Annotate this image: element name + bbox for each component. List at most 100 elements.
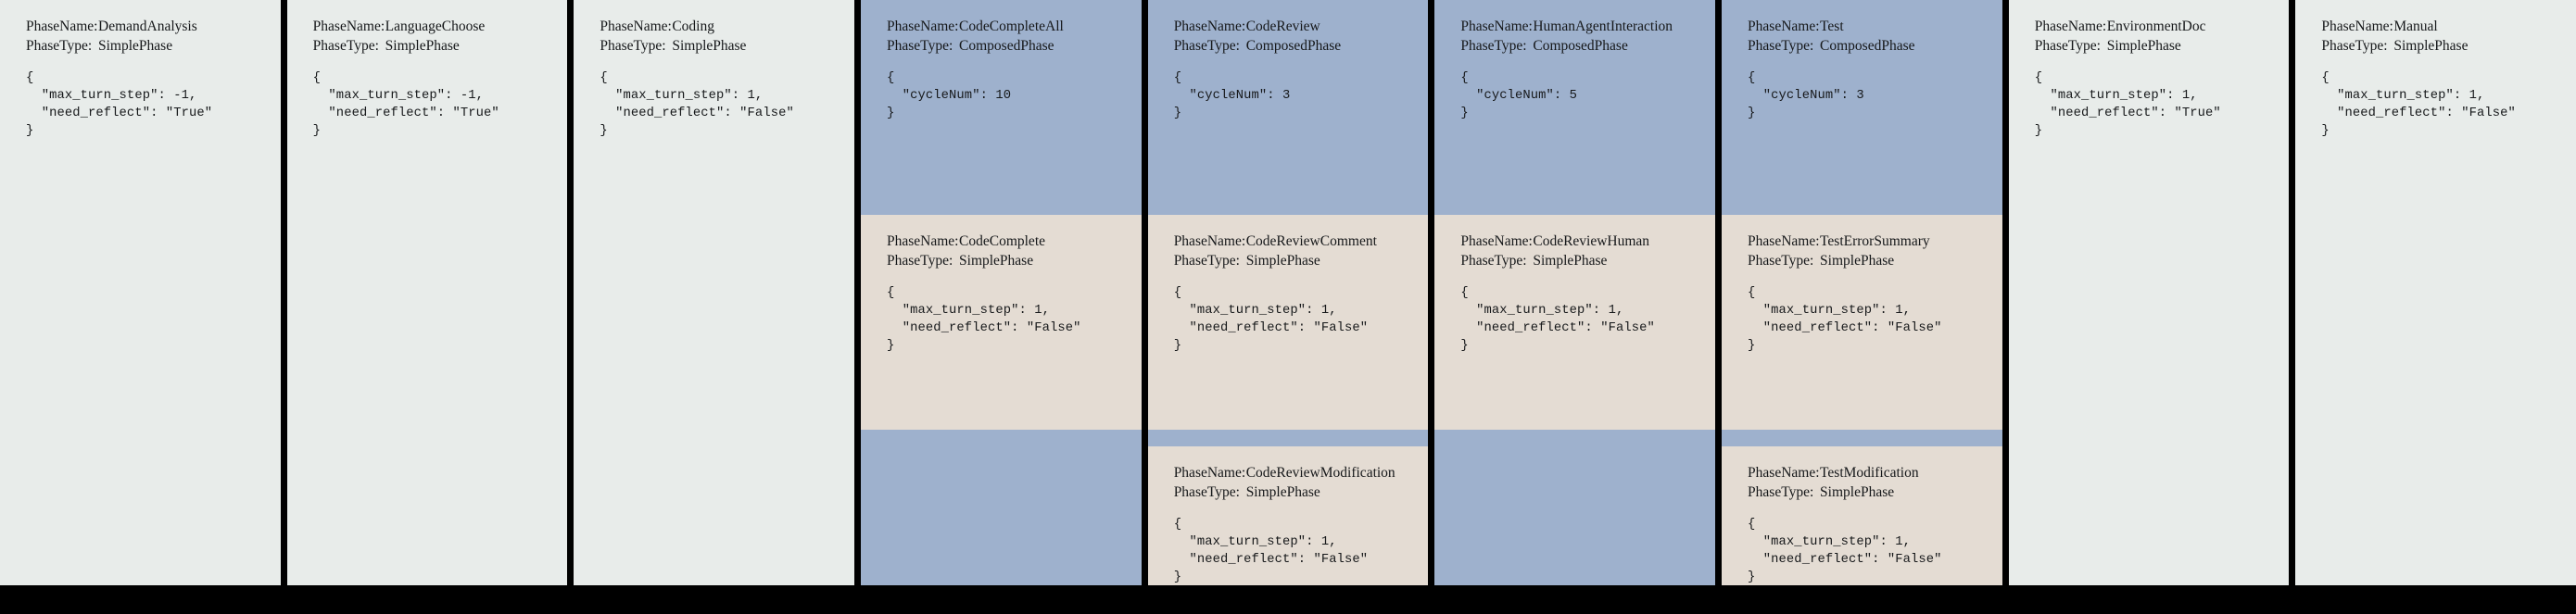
environment-doc-phase-name-row: PhaseName:EnvironmentDoc [2035, 17, 2290, 36]
code-review-human-phase-type-row: PhaseType: SimplePhase [1460, 251, 1715, 270]
code-complete-all-phase-type-value: ComposedPhase [959, 38, 1054, 54]
code-review-comment-phase-type-row: PhaseType: SimplePhase [1174, 251, 1429, 270]
manual-phase-name-row-label: PhaseName: [2321, 19, 2393, 34]
language-choose-phase-type-row-label: PhaseType: [312, 38, 379, 54]
demand-analysis-phase-name-row-label: PhaseName: [26, 19, 98, 34]
coding-phase-name-value: Coding [672, 19, 714, 34]
test-config-json: { "cycleNum": 3 } [1748, 71, 1864, 120]
code-complete-config-json: { "max_turn_step": 1, "need_reflect": "F… [887, 286, 1081, 353]
test-modification-phase-name-row-label: PhaseName: [1748, 465, 1820, 481]
sub-phase-divider [1722, 430, 2002, 446]
human-agent-interaction-phase-name-value: HumanAgentInteraction [1533, 19, 1673, 34]
code-complete-phase-type-row-label: PhaseType: [887, 253, 953, 269]
test-error-summary-phase-type-row-label: PhaseType: [1748, 253, 1814, 269]
code-complete-phase-name-row-label: PhaseName: [887, 233, 959, 249]
test-modification-phase-name-value: TestModification [1820, 465, 1919, 481]
test-error-summary-phase-name-row: PhaseName:TestErrorSummary [1748, 232, 2002, 251]
test-phase-name-row: PhaseName:Test [1748, 17, 2002, 36]
test-modification-config-json: { "max_turn_step": 1, "need_reflect": "F… [1748, 518, 1942, 584]
sub-phase-divider [1147, 430, 1429, 446]
code-complete-phase-type-row: PhaseType:SimplePhase [887, 251, 1142, 270]
code-complete-all-config-json: { "cycleNum": 10 } [887, 71, 1012, 120]
code-review-phase-type-value: ComposedPhase [1245, 38, 1342, 54]
code-review-modification-phase-type-row-label: PhaseType: [1173, 484, 1240, 500]
test-phase-type-row: PhaseType:ComposedPhase [1748, 36, 2002, 56]
coding-phase-type-row: PhaseType: SimplePhase [600, 36, 854, 56]
code-review-phase-name-value: CodeReview [1245, 19, 1320, 34]
code-review-human-phase-type-row-label: PhaseType: [1460, 253, 1527, 269]
code-review-phase-type-row-label: PhaseType: [1173, 38, 1240, 54]
manual-phase-name-row: PhaseName:Manual [2321, 17, 2576, 36]
human-agent-interaction-phase-name-row-label: PhaseName: [1460, 19, 1533, 34]
manual-phase-type-value: SimplePhase [2393, 38, 2469, 54]
language-choose-phase-name-row: PhaseName:LanguageChoose [313, 17, 568, 36]
manual-phase-type-row-label: PhaseType: [2321, 38, 2388, 54]
language-choose-phase-type-row: PhaseType:SimplePhase [313, 36, 568, 56]
code-complete-all-phase-name-value: CodeCompleteAll [959, 19, 1064, 34]
test-error-summary-phase-type-row: PhaseType:SimplePhase [1748, 251, 2002, 270]
code-review-comment-phase-name-row: PhaseName:CodeReviewComment [1174, 232, 1429, 251]
test-modification-phase-name-row: PhaseName:TestModification [1748, 463, 2002, 482]
environment-doc-config-json: { "max_turn_step": 1, "need_reflect": "T… [2034, 71, 2221, 138]
human-agent-interaction-phase-name-row: PhaseName:HumanAgentInteraction [1460, 17, 1715, 36]
code-review-human-phase-name-value: CodeReviewHuman [1533, 233, 1650, 249]
demand-analysis-phase-name-row: PhaseName:DemandAnalysis [26, 17, 281, 36]
code-review-phase-type-row: PhaseType: ComposedPhase [1174, 36, 1429, 56]
code-complete-all-phase-type-row: PhaseType:ComposedPhase [887, 36, 1142, 56]
coding-phase-name-row: PhaseName:Coding [600, 17, 854, 36]
test-phase-name-row-label: PhaseName: [1748, 19, 1820, 34]
code-review-comment-phase-name-row-label: PhaseName: [1173, 233, 1246, 249]
code-review-config-json: { "cycleNum": 3 } [1173, 71, 1291, 120]
code-review-phase-name-row-label: PhaseName: [1173, 19, 1246, 34]
human-agent-interaction-config-json: { "cycleNum": 5 } [1460, 71, 1578, 120]
test-modification-phase-type-row-label: PhaseType: [1748, 484, 1814, 500]
code-complete-phase-name-value: CodeComplete [959, 233, 1046, 249]
environment-doc-phase-type-row-label: PhaseType: [2034, 38, 2101, 54]
manual-phase-name-value: Manual [2393, 19, 2438, 34]
human-agent-interaction-phase-type-row-label: PhaseType: [1460, 38, 1527, 54]
demand-analysis-phase-name-value: DemandAnalysis [98, 19, 197, 34]
environment-doc-phase-type-value: SimplePhase [2106, 38, 2181, 54]
code-review-comment-config-json: { "max_turn_step": 1, "need_reflect": "F… [1173, 286, 1369, 353]
code-complete-all-phase-name-row: PhaseName:CodeCompleteAll [887, 17, 1142, 36]
manual-config-json: { "max_turn_step": 1, "need_reflect": "F… [2321, 71, 2516, 138]
coding-phase-type-value: SimplePhase [672, 38, 747, 54]
code-review-human-phase-type-value: SimplePhase [1533, 253, 1608, 269]
human-agent-interaction-phase-type-value: ComposedPhase [1533, 38, 1628, 54]
code-review-human-phase-name-row-label: PhaseName: [1460, 233, 1533, 249]
code-review-modification-phase-type-row: PhaseType:SimplePhase [1174, 482, 1429, 502]
test-phase-name-value: Test [1820, 19, 1844, 34]
code-review-human-config-json: { "max_turn_step": 1, "need_reflect": "F… [1460, 286, 1655, 353]
environment-doc-phase-name-value: EnvironmentDoc [2106, 19, 2206, 34]
coding-phase-type-row-label: PhaseType: [600, 38, 666, 54]
code-review-comment-phase-type-row-label: PhaseType: [1173, 253, 1240, 269]
demand-analysis-phase-type-row: PhaseType:SimplePhase [26, 36, 281, 56]
test-error-summary-config-json: { "max_turn_step": 1, "need_reflect": "F… [1748, 286, 1942, 353]
test-error-summary-phase-name-row-label: PhaseName: [1748, 233, 1820, 249]
test-error-summary-phase-name-value: TestErrorSummary [1820, 233, 1930, 249]
code-review-comment-phase-type-value: SimplePhase [1245, 253, 1320, 269]
code-review-modification-config-json: { "max_turn_step": 1, "need_reflect": "F… [1173, 518, 1369, 584]
code-review-modification-phase-name-row: PhaseName:CodeReviewModification [1174, 463, 1429, 482]
code-review-modification-phase-name-value: CodeReviewModification [1245, 465, 1395, 481]
code-review-phase-name-row: PhaseName:CodeReview [1174, 17, 1429, 36]
test-phase-type-value: ComposedPhase [1820, 38, 1915, 54]
